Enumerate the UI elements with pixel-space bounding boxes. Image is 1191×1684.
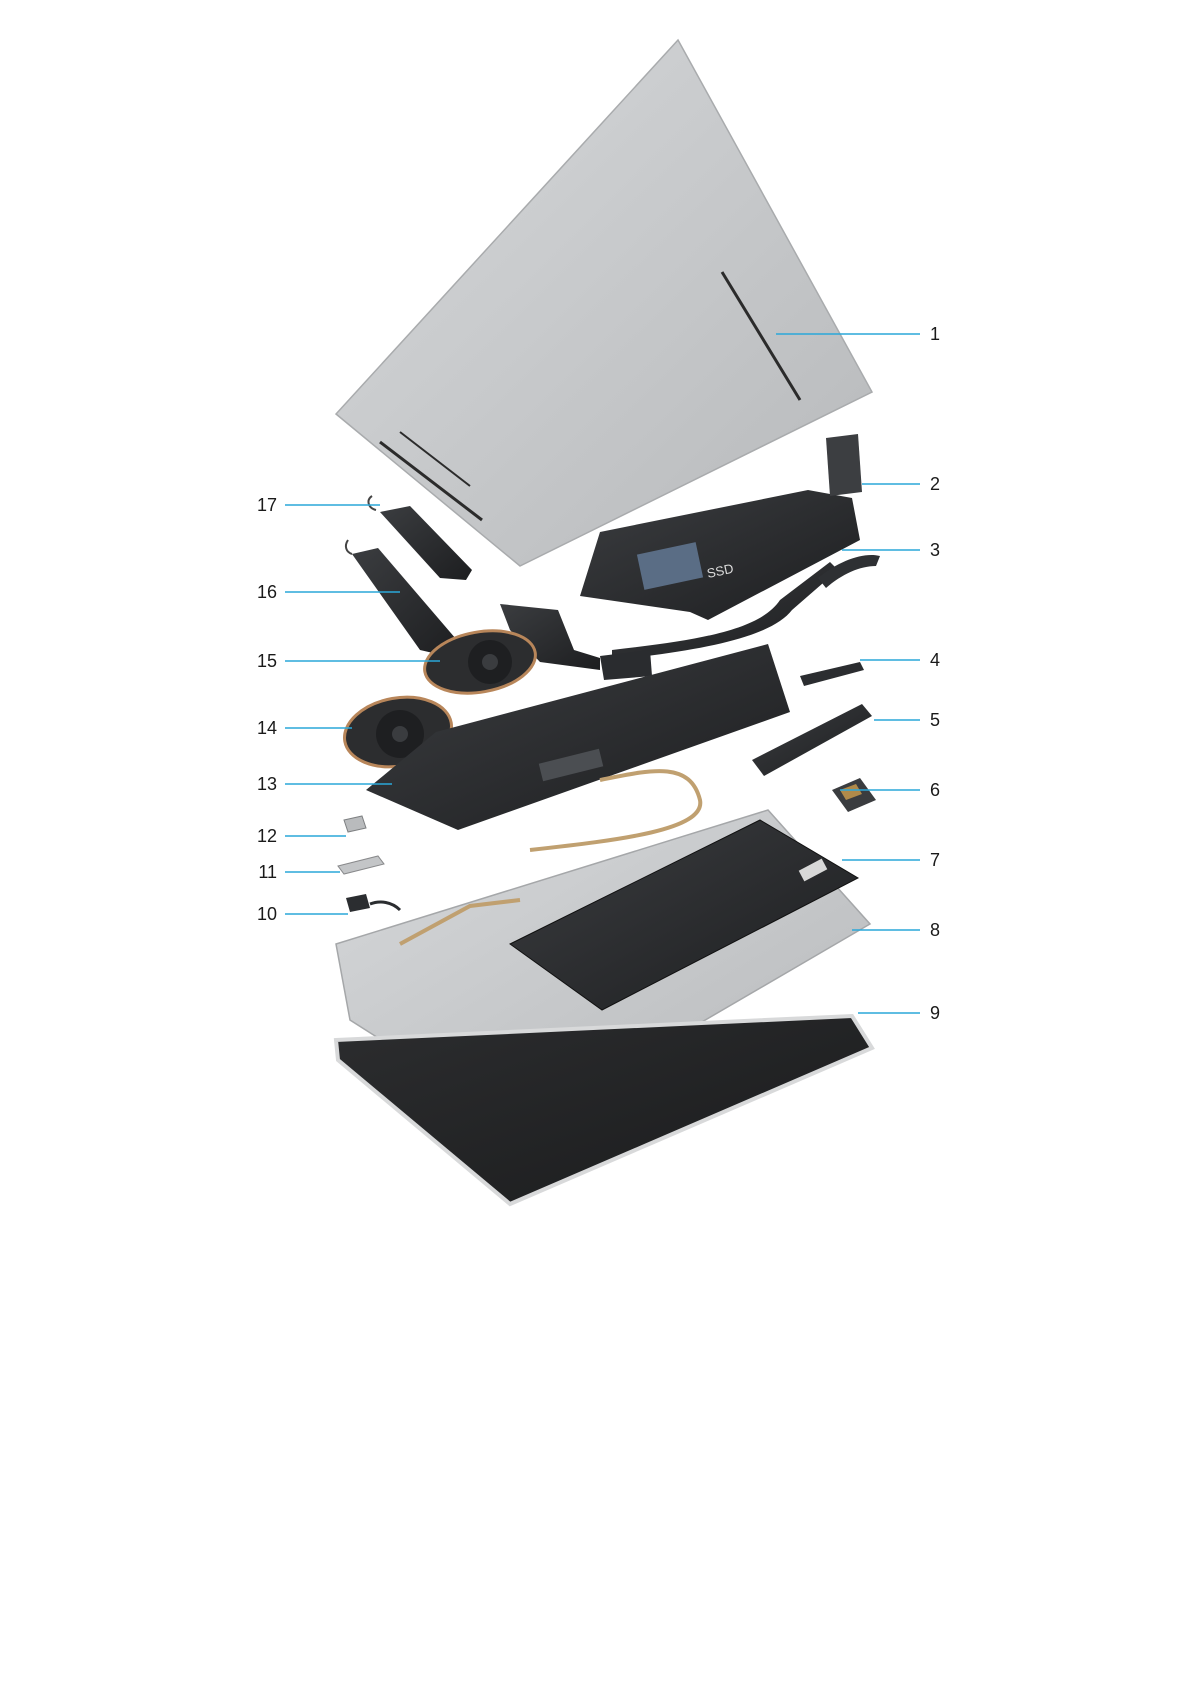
- callout-number-15: 15: [257, 651, 277, 671]
- callout-number-12: 12: [257, 826, 277, 846]
- callout-number-3: 3: [930, 540, 940, 560]
- io-board-small: [800, 662, 864, 686]
- callout-number-9: 9: [930, 1003, 940, 1023]
- callout-number-1: 1: [930, 324, 940, 344]
- callout-number-16: 16: [257, 582, 277, 602]
- callout-number-5: 5: [930, 710, 940, 730]
- callout-number-17: 17: [257, 495, 277, 515]
- bracket-small: [344, 816, 366, 832]
- callout-number-10: 10: [257, 904, 277, 924]
- bottom-cover: [336, 40, 872, 566]
- ssd-module: [832, 778, 876, 812]
- callout-number-14: 14: [257, 718, 277, 738]
- display-assembly: [336, 1016, 872, 1204]
- power-button-board: [346, 894, 400, 912]
- bracket-plate: [338, 856, 384, 874]
- callout-number-2: 2: [930, 474, 940, 494]
- callout-number-11: 11: [258, 862, 277, 882]
- callout-number-7: 7: [930, 850, 940, 870]
- callout-number-8: 8: [930, 920, 940, 940]
- callout-number-13: 13: [257, 774, 277, 794]
- callout-number-4: 4: [930, 650, 940, 670]
- callout-number-6: 6: [930, 780, 940, 800]
